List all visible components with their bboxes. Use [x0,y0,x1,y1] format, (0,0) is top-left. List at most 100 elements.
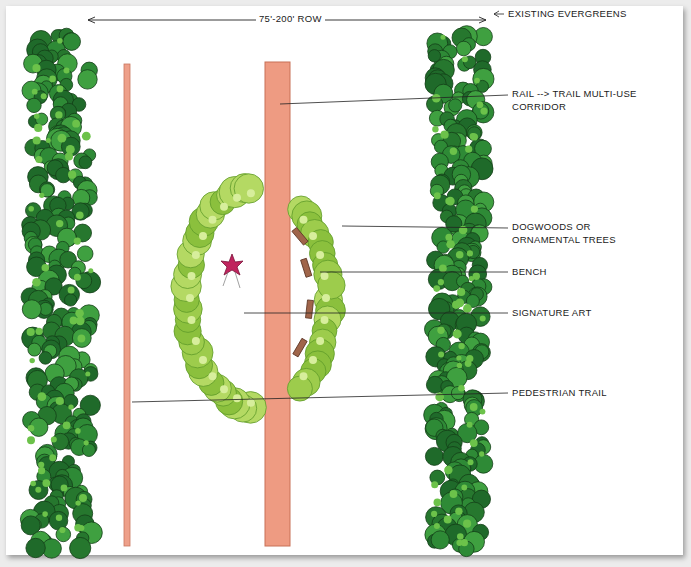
foliage-blob [39,352,52,365]
foliage-blob [309,232,317,240]
foliage-blob [84,440,89,445]
foliage-blob [32,64,40,72]
foliage-blob [28,343,41,356]
foliage-blob [450,148,457,155]
foliage-blob [477,101,484,108]
foliage-blob [456,355,461,360]
foliage-blob [463,520,471,528]
foliage-blob [79,494,87,502]
foliage-blob [431,511,437,517]
foliage-blob [56,397,64,405]
foliage-blob [88,268,93,273]
foliage-blob [74,238,81,245]
foliage-blob [65,294,77,306]
foliage-blob [85,371,90,376]
foliage-blob [441,131,449,139]
callout-label: PEDESTRIAN TRAIL [512,387,662,400]
foliage-blob [449,99,462,112]
foliage-blob [456,251,464,259]
foliage-blob [209,372,217,380]
evergreen-band [20,28,102,558]
foliage-blob [56,220,63,227]
foliage-blob [68,171,76,179]
foliage-blob [468,127,482,141]
foliage-blob [39,193,44,198]
foliage-blob [27,436,35,444]
foliage-blob [437,327,444,334]
foliage-blob [300,372,308,380]
foliage-blob [425,447,443,465]
foliage-blob [458,385,465,392]
signature-art [221,254,243,288]
foliage-blob [74,524,81,531]
foliage-blob [445,234,452,241]
foliage-blob [192,337,200,345]
foliage-blob [186,294,194,302]
foliage-blob [446,197,455,206]
foliage-blob [192,251,200,259]
foliage-blob [459,226,468,235]
foliage-blob [57,86,64,93]
foliage-blob [456,540,462,546]
foliage-blob [233,394,241,402]
foliage-blob [199,232,207,240]
foliage-blob [462,56,468,62]
foliage-blob [51,436,57,442]
foliage-blob [463,304,472,313]
foliage-blob [22,300,41,319]
evergreen-band [424,26,494,557]
foliage-blob [316,337,324,345]
foliage-blob [68,404,73,409]
foliage-blob [444,516,452,524]
foliage-blob [438,279,444,285]
foliage-blob [470,403,478,411]
foliage-blob [35,487,41,493]
foliage-blob [70,537,91,558]
foliage-blob [36,328,43,335]
foliage-blob [28,425,35,432]
callout-label: DOGWOODS OR ORNAMENTAL TREES [512,221,636,247]
foliage-blob [220,385,228,393]
leader-lines [132,11,508,402]
foliage-blob [59,527,65,533]
foliage-blob [78,70,97,89]
foliage-blob [75,309,84,318]
foliage-blob [63,33,81,51]
foliage-blob [432,126,438,132]
foliage-blob [457,363,462,368]
foliage-blob [321,316,329,324]
foliage-blob [431,481,438,488]
foliage-blob [40,182,55,197]
foliage-blob [479,451,484,456]
callout-label: BENCH [512,266,662,279]
foliage-blob [321,272,329,280]
foliage-blob [74,274,81,281]
foliage-blob [41,93,47,99]
foliage-blob [32,89,38,95]
foliage-blob [444,466,452,474]
dimension-label: 75'-200' ROW [256,13,325,26]
foliage-blob [445,198,452,205]
foliage-blob [220,203,228,211]
foliage-blob [57,38,63,44]
foliage-blob [455,299,464,308]
foliage-blob [247,189,255,197]
foliage-blob [457,288,465,296]
foliage-blob [72,329,91,348]
foliage-blob [199,356,207,364]
foliage-blob [468,459,474,465]
foliage-blob [455,508,462,515]
foliage-blob [450,490,458,498]
foliage-blob [480,315,486,321]
foliage-blob [467,422,473,428]
foliage-blob [75,500,80,505]
foliage-blob [42,479,50,487]
foliage-blob [49,454,56,461]
foliage-blob [27,328,35,336]
foliage-blob [76,211,84,219]
foliage-blob [300,216,308,224]
foliage-blob [446,240,455,249]
foliage-blob [49,76,56,83]
bench [293,338,307,357]
foliage-blob [26,538,45,557]
